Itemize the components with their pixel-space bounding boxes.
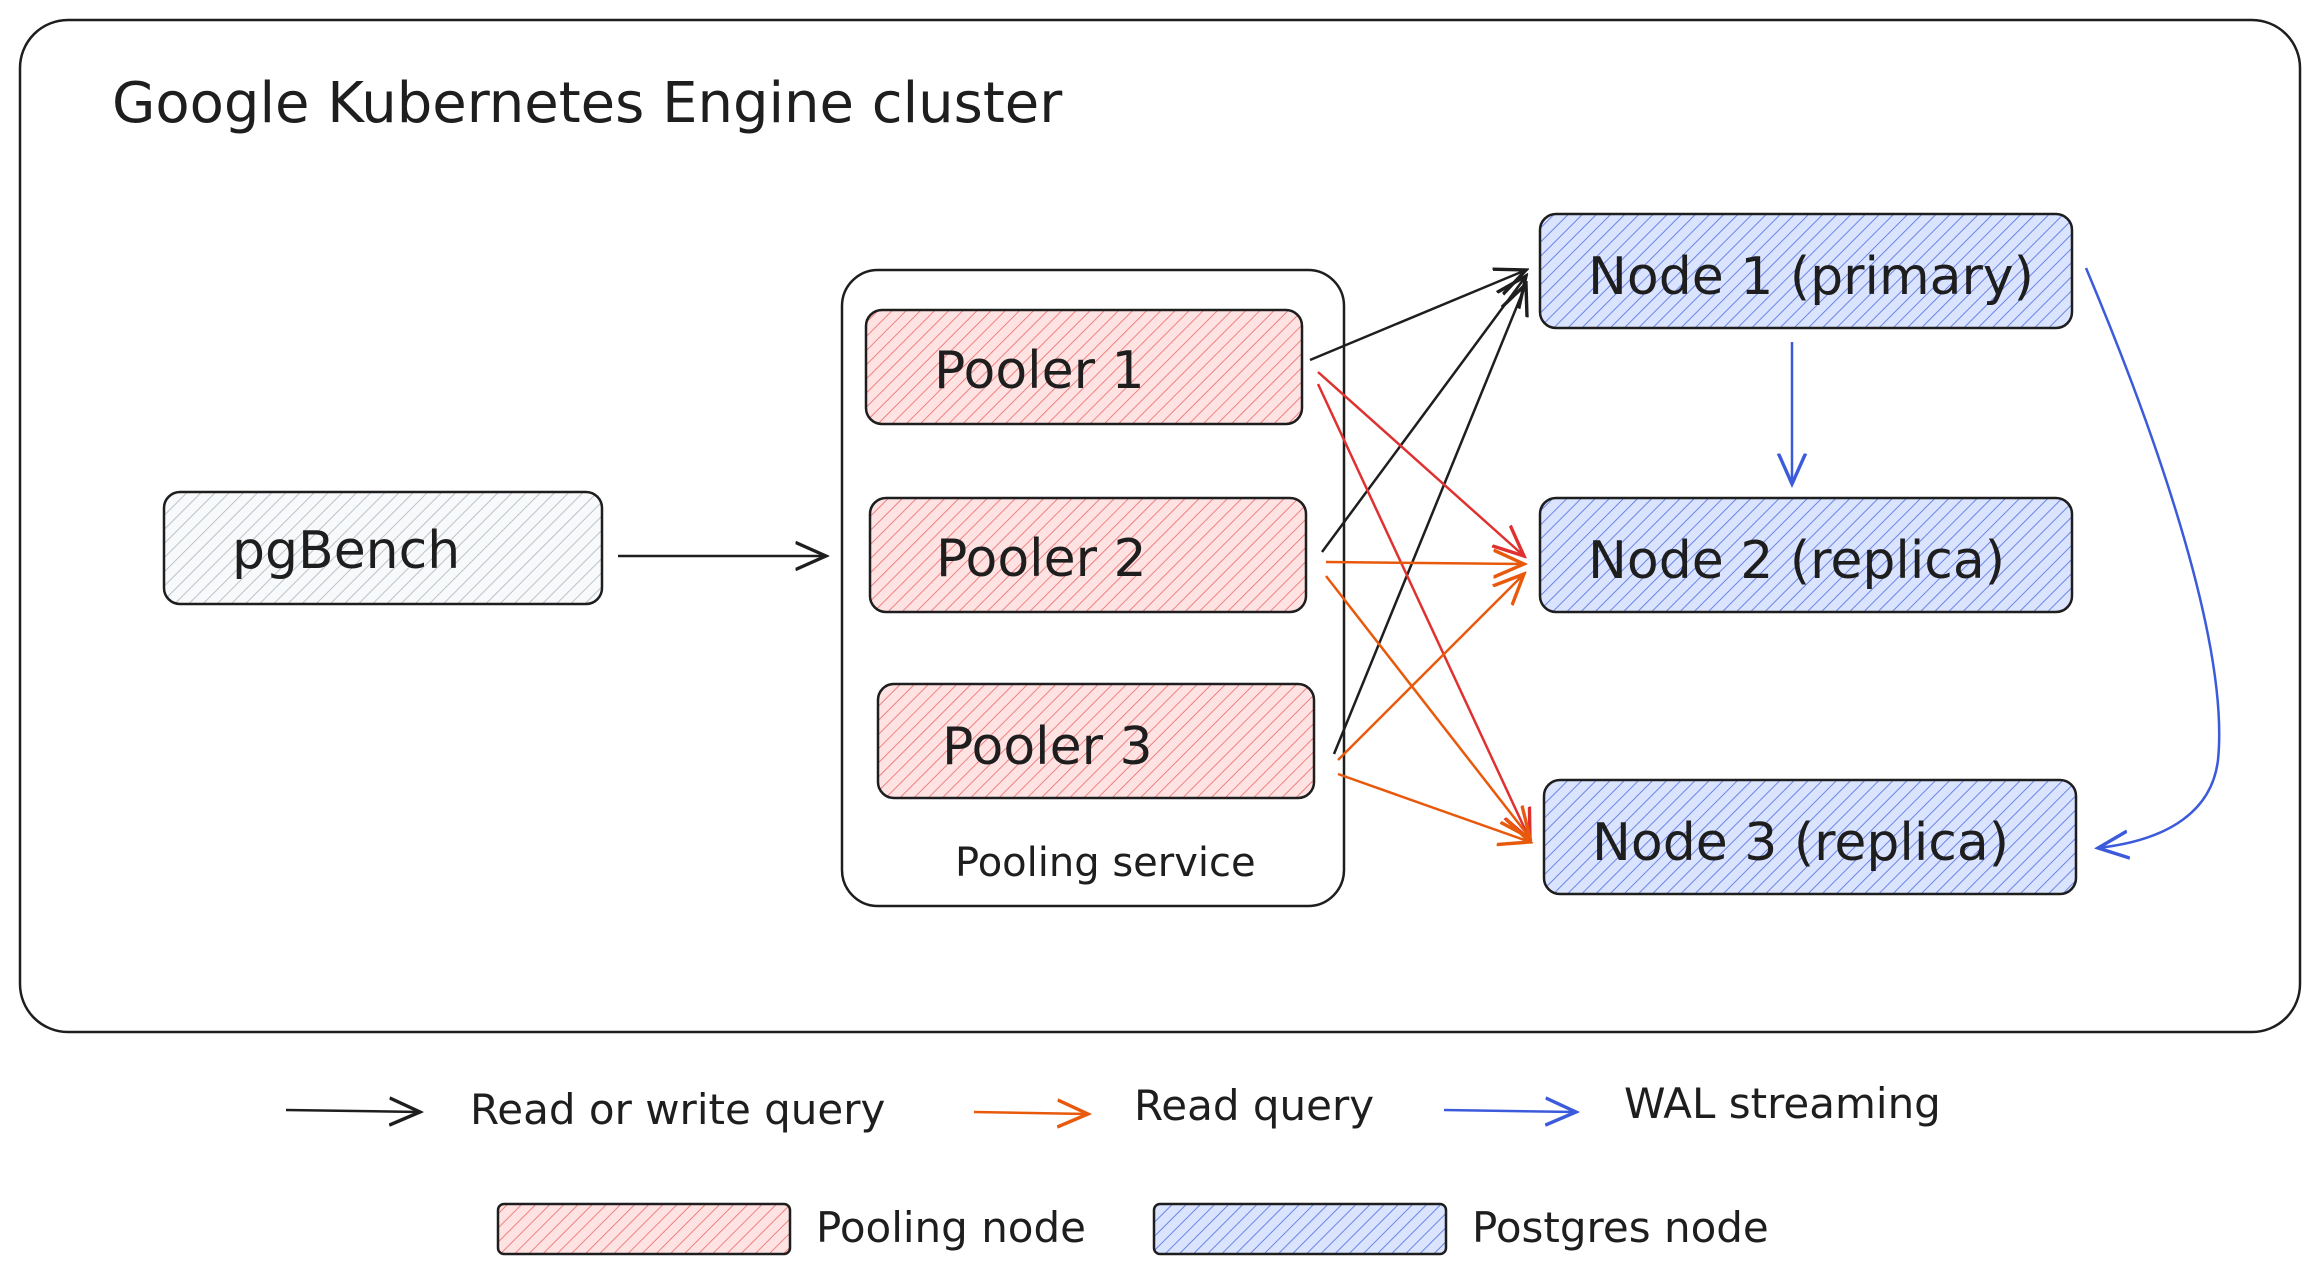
arrow-pooler3-to-node1 [1332,284,1526,755]
arrow-pooler1-to-node2 [1317,371,1524,556]
legend-read-write-label: Read or write query [470,1085,885,1134]
pooling-service-label: Pooling service [955,840,1256,886]
arrow-pooler3-to-node3 [1337,772,1530,842]
legend-postgres-label: Postgres node [1472,1203,1769,1252]
arrow-wal-node1-to-node3 [2084,267,2221,848]
arrow-pooler1-to-node3 [1316,383,1530,840]
legend-wal-arrow [1443,1110,1576,1112]
legend-pooling-swatch [496,1202,792,1256]
legend-wal-label: WAL streaming [1624,1079,1941,1128]
cluster-title: Google Kubernetes Engine cluster [112,71,1063,136]
node-1-label: Node 1 (primary) [1588,247,2034,307]
legend-postgres-node: Postgres node [1152,1202,1769,1256]
legend-read-write: Read or write query [285,1085,885,1134]
pooler-1-label: Pooler 1 [934,341,1145,401]
node-2-replica: Node 2 (replica) [1538,496,2074,614]
pooler-2-node: Pooler 2 [868,496,1308,614]
arrow-pooler3-to-node2 [1337,574,1524,761]
legend-read-label: Read query [1134,1081,1374,1130]
pooler-2-label: Pooler 2 [936,529,1147,589]
arrow-pooler2-to-node3 [1325,575,1530,838]
legend-pooling-node: Pooling node [496,1202,1086,1256]
arrow-pooler2-to-node2 [1325,562,1524,564]
arrow-pooler2-to-node1 [1320,276,1526,553]
node-2-label: Node 2 (replica) [1588,531,2005,591]
legend-read-write-arrow [285,1110,420,1112]
legend-postgres-swatch [1152,1202,1448,1256]
legend-wal: WAL streaming [1443,1079,1941,1128]
legend-pooling-label: Pooling node [816,1203,1086,1252]
pgbench-node: pgBench [162,490,604,606]
pooling-service-frame [840,268,1346,908]
pooler-3-label: Pooler 3 [942,717,1153,777]
legend-read-arrow [973,1112,1088,1114]
node-1-primary: Node 1 (primary) [1538,212,2074,330]
arrow-pooler1-to-node1 [1309,270,1526,362]
legend-read: Read query [973,1081,1374,1130]
pooler-1-node: Pooler 1 [864,308,1304,426]
pooler-3-node: Pooler 3 [876,682,1316,800]
node-3-label: Node 3 (replica) [1592,813,2009,873]
node-3-replica: Node 3 (replica) [1542,778,2078,896]
pgbench-label: pgBench [232,521,460,581]
cluster-frame [18,18,2302,1034]
